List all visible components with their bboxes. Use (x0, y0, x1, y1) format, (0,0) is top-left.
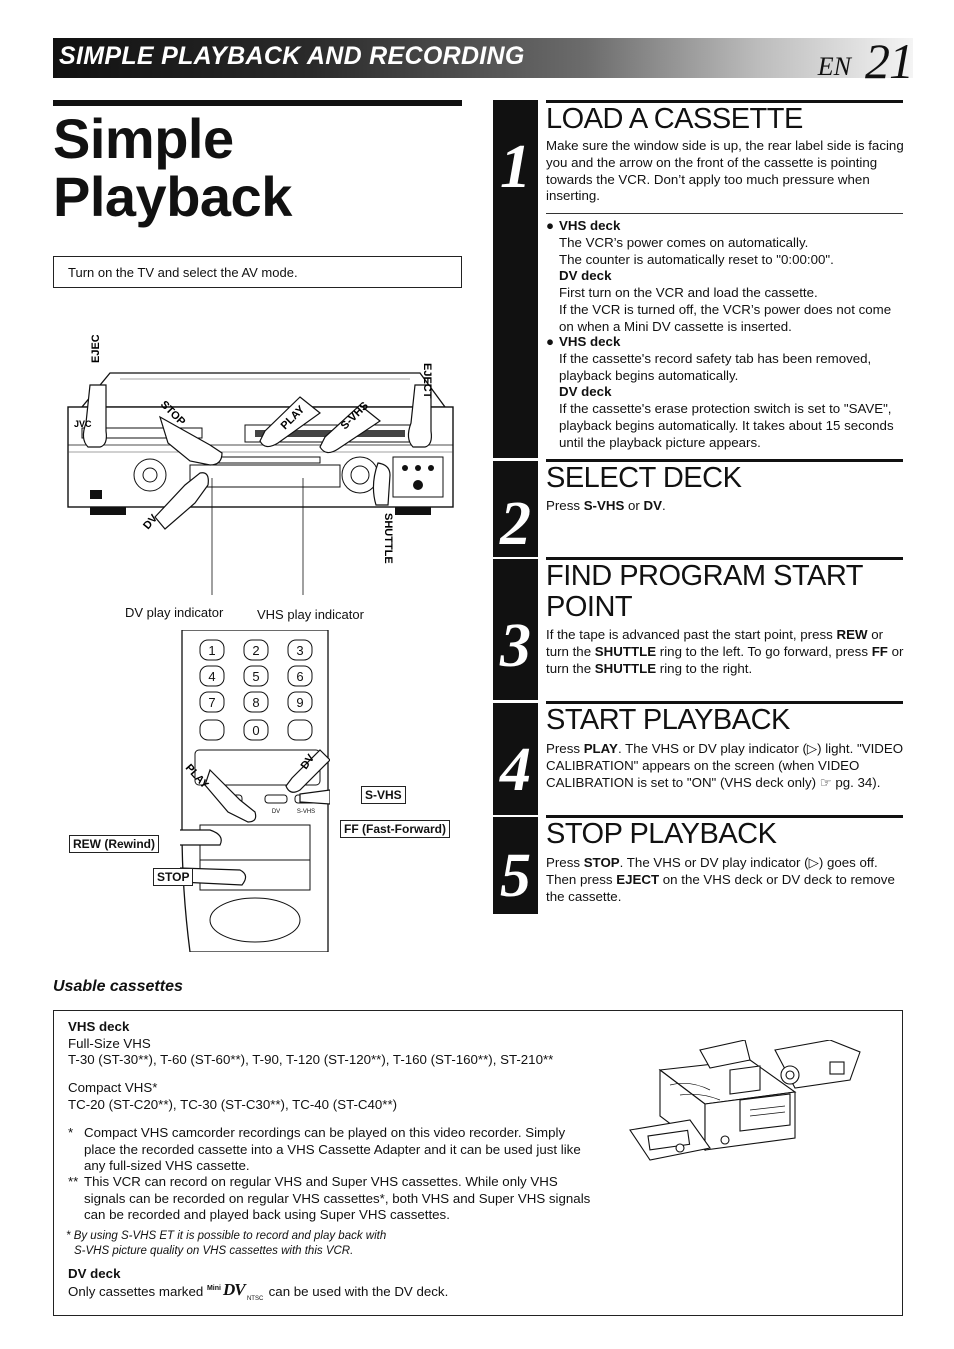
remote-key-4: 4 (208, 669, 215, 684)
bullet-title: VHS deck (559, 218, 621, 233)
bullet-line: If the VCR is turned off, the VCR’s powe… (559, 301, 892, 334)
cassette-adapter-illustration (629, 1040, 861, 1161)
bullet-line: The VCR’s power comes on automatically. (559, 234, 809, 250)
remote-key-2: 2 (252, 643, 259, 658)
remote-illustration: 1 2 3 4 5 6 7 8 9 0 DV S-VHS PLAY DV (180, 630, 330, 952)
remote-key-8: 8 (252, 695, 259, 710)
usable-dv-block: DV deck Only cassettes marked Mini DV NT… (68, 1266, 449, 1302)
remote-svhs-small-label: S-VHS (297, 809, 315, 815)
usable-cassettes-box (53, 1010, 903, 1316)
tv-note: Turn on the TV and select the AV mode. (68, 265, 298, 280)
tv-note-box: Turn on the TV and select the AV mode. (53, 256, 462, 288)
step-5-text: Press STOP. The VHS or DV play indicator… (546, 855, 895, 904)
minidv-logo: Mini DV NTSC (206, 1279, 264, 1302)
remote-key-5: 5 (252, 669, 259, 684)
usable-vhs-compact: Compact VHS* (68, 1080, 158, 1095)
bullet-line: If the cassette's erase protection switc… (559, 401, 894, 450)
stop-tag: STOP (153, 868, 194, 886)
usable-vhs-compact-list: TC-20 (ST-C20**), TC-30 (ST-C30**), TC-4… (68, 1096, 398, 1112)
step-1-rule (546, 100, 903, 103)
section-title: SIMPLE PLAYBACK AND RECORDING (59, 42, 525, 70)
usable-dv-line: Only cassettes marked Mini DV NTSC can b… (68, 1279, 449, 1302)
step-5-number: 5 (500, 842, 531, 910)
usable-vhs-full-list: T-30 (ST-30**), T-60 (ST-60**), T-90, T-… (68, 1052, 554, 1068)
footnote-line1: By using S-VHS ET it is possible to reco… (73, 1230, 387, 1242)
eject-left-label: EJECT (90, 335, 102, 363)
usable-note-1: * Compact VHS camcorder recordings can b… (68, 1125, 588, 1175)
step-3-text: If the tape is advanced past the start p… (546, 627, 904, 676)
usable-footnote: * By using S-VHS ET it is possible to re… (66, 1229, 386, 1259)
bullet-line: The counter is automatically reset to "0… (559, 251, 834, 267)
step-4-number: 4 (500, 736, 531, 804)
bullet-subtitle: DV deck (559, 268, 612, 284)
usable-vhs-block: VHS deck Full-Size VHS T-30 (ST-30**), T… (68, 1019, 553, 1069)
usable-cassettes-heading: Usable cassettes (53, 978, 183, 995)
usable-dv-title: DV deck (68, 1266, 121, 1281)
step-1-number: 1 (500, 133, 531, 201)
jvc-logo: JVC (74, 419, 92, 429)
footnote-mark: * (66, 1230, 71, 1242)
language-label: EN (817, 52, 851, 81)
step-2-text: Press S-VHS or DV. (546, 498, 666, 513)
remote-key-6: 6 (296, 669, 303, 684)
step-1-divider (546, 213, 903, 214)
bullet-line: If the cassette's record safety tab has … (559, 350, 872, 383)
step-5-heading: STOP PLAYBACK (546, 818, 777, 850)
step-1-text: Make sure the window side is up, the rea… (546, 138, 904, 204)
step-1-bar: 1 (493, 100, 538, 458)
note-mark: ** (68, 1174, 79, 1189)
usable-compact-block: Compact VHS* TC-20 (ST-C20**), TC-30 (ST… (68, 1080, 397, 1113)
usable-vhs-title: VHS deck (68, 1019, 130, 1034)
ff-tag: FF (Fast-Forward) (340, 820, 450, 838)
bullet-title: VHS deck (559, 334, 621, 349)
step-2-rule (546, 459, 903, 462)
rew-tag: REW (Rewind) (69, 835, 159, 853)
remote-key-3: 3 (296, 643, 303, 658)
step-5-rule (546, 815, 903, 818)
usable-vhs-full: Full-Size VHS (68, 1035, 151, 1051)
step-4-text: Press PLAY. The VHS or DV play indicator… (546, 741, 904, 790)
remote-key-1: 1 (208, 643, 215, 658)
section-header-bar: SIMPLE PLAYBACK AND RECORDING EN 21 (53, 33, 914, 89)
remote-key-0: 0 (252, 723, 259, 738)
step-2-number: 2 (500, 490, 531, 558)
footnote-line2: S-VHS picture quality on VHS cassettes w… (74, 1245, 354, 1257)
remote-dv-small-label: DV (272, 809, 280, 815)
step-1-bullet-1: ● VHS deck The VCR’s power comes on auto… (546, 218, 904, 336)
bullet-dot: ● (546, 218, 555, 233)
eject-right-label: EJECT (421, 363, 433, 399)
bullet-subtitle: DV deck (559, 384, 612, 400)
step-3-bar: 3 (493, 559, 538, 700)
step-2-bar: 2 (493, 461, 538, 558)
remote-key-7: 7 (208, 695, 215, 710)
page-number: 21 (865, 33, 914, 89)
step-3-number: 3 (500, 612, 531, 680)
bullet-line: First turn on the VCR and load the casse… (559, 285, 818, 301)
step-1-heading: LOAD A CASSETTE (546, 103, 803, 135)
step-5-bar: 5 (493, 817, 538, 914)
step-3-heading: FIND PROGRAM START POINT (546, 560, 864, 623)
step-4-rule (546, 701, 903, 704)
bullet-dot: ● (546, 334, 555, 349)
title-rule (53, 100, 462, 106)
step-4-heading: START PLAYBACK (546, 704, 790, 736)
step-1-bullet-2: ● VHS deck If the cassette's record safe… (546, 334, 904, 452)
svhs-tag: S-VHS (361, 786, 406, 804)
note-text: This VCR can record on regular VHS and S… (84, 1174, 591, 1223)
dv-play-indicator-label: DV play indicator (125, 605, 224, 620)
shuttle-callout: SHUTTLE (382, 513, 394, 564)
page-title-line2: Playback (53, 165, 292, 228)
step-2-heading: SELECT DECK (546, 462, 742, 494)
step-3-rule (546, 557, 903, 560)
remote-key-9: 9 (296, 695, 303, 710)
note-mark: * (68, 1125, 74, 1140)
vcr-illustration: EJECT EJECT STOP PLAY S-VHS DV SHUTTLE J… (67, 335, 454, 595)
page-title: Simple Playback (53, 110, 292, 226)
page-title-line1: Simple (53, 107, 234, 170)
usable-note-2: ** This VCR can record on regular VHS an… (68, 1174, 598, 1224)
step-4-bar: 4 (493, 703, 538, 815)
vhs-play-indicator-label: VHS play indicator (257, 607, 364, 622)
note-text: Compact VHS camcorder recordings can be … (84, 1125, 581, 1174)
